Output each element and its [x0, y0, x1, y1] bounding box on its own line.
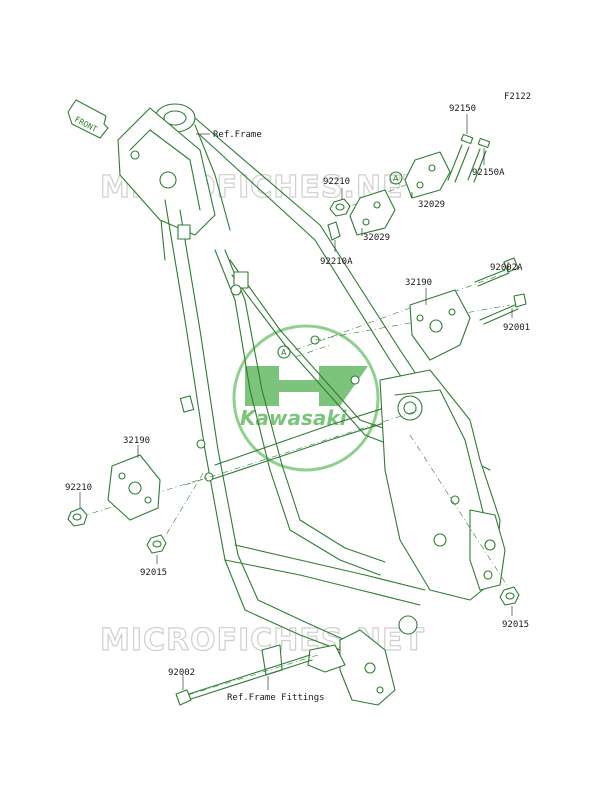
bolt-92002-icon[interactable] — [175, 654, 313, 706]
label-32190-right[interactable]: 32190 — [405, 278, 432, 288]
nut-92015-right-icon[interactable] — [499, 586, 520, 606]
front-arrow-icon: FRONT — [67, 99, 109, 139]
reference-lines — [79, 169, 511, 696]
bolt-92150a-icon[interactable] — [467, 137, 491, 183]
nut-92015-left-icon[interactable] — [146, 534, 167, 554]
ref-marker-a-mid: A — [277, 345, 291, 359]
bracket-32190-left-icon[interactable] — [107, 454, 161, 521]
figure-code: F2122 — [504, 92, 531, 102]
nut-92210-left-icon[interactable] — [67, 507, 88, 527]
ref-marker-a-top: A — [389, 171, 403, 185]
logo-text: Kawasaki — [240, 406, 348, 430]
label-32190-left[interactable]: 32190 — [123, 436, 150, 446]
bracket-32029-lower-icon[interactable] — [349, 189, 396, 236]
svg-text:A: A — [393, 174, 399, 183]
ref-frame-fittings-label: Ref.Frame Fittings — [227, 693, 325, 703]
label-92002[interactable]: 92002 — [168, 668, 195, 678]
label-32029-b[interactable]: 32029 — [363, 233, 390, 243]
bolt-92001-icon[interactable] — [479, 293, 527, 325]
collar-92210a-icon[interactable] — [327, 221, 341, 241]
label-92002a[interactable]: 92002A — [490, 263, 523, 273]
label-92150[interactable]: 92150 — [449, 104, 476, 114]
label-92015-left[interactable]: 92015 — [140, 568, 167, 578]
label-92210-left[interactable]: 92210 — [65, 483, 92, 493]
bracket-32190-right-icon[interactable] — [409, 289, 471, 361]
label-92001[interactable]: 92001 — [503, 323, 530, 333]
nut-92210-top-icon[interactable] — [329, 198, 351, 217]
part-labels: F2122 Ref.Frame 92150 92150A 92210 32029… — [65, 92, 531, 703]
leader-lines — [79, 114, 513, 690]
motorcycle-frame — [117, 103, 506, 706]
bolt-92002a-icon[interactable] — [474, 257, 519, 287]
label-92210a[interactable]: 92210A — [320, 257, 353, 267]
bolt-92150-icon[interactable] — [447, 133, 474, 183]
bracket-32029-upper-icon[interactable] — [404, 151, 451, 199]
label-92150a[interactable]: 92150A — [472, 168, 505, 178]
label-92210-top[interactable]: 92210 — [323, 177, 350, 187]
svg-text:A: A — [281, 348, 287, 357]
label-32029-a[interactable]: 32029 — [418, 200, 445, 210]
ref-frame-label: Ref.Frame — [213, 130, 262, 140]
label-92015-right[interactable]: 92015 — [502, 620, 529, 630]
